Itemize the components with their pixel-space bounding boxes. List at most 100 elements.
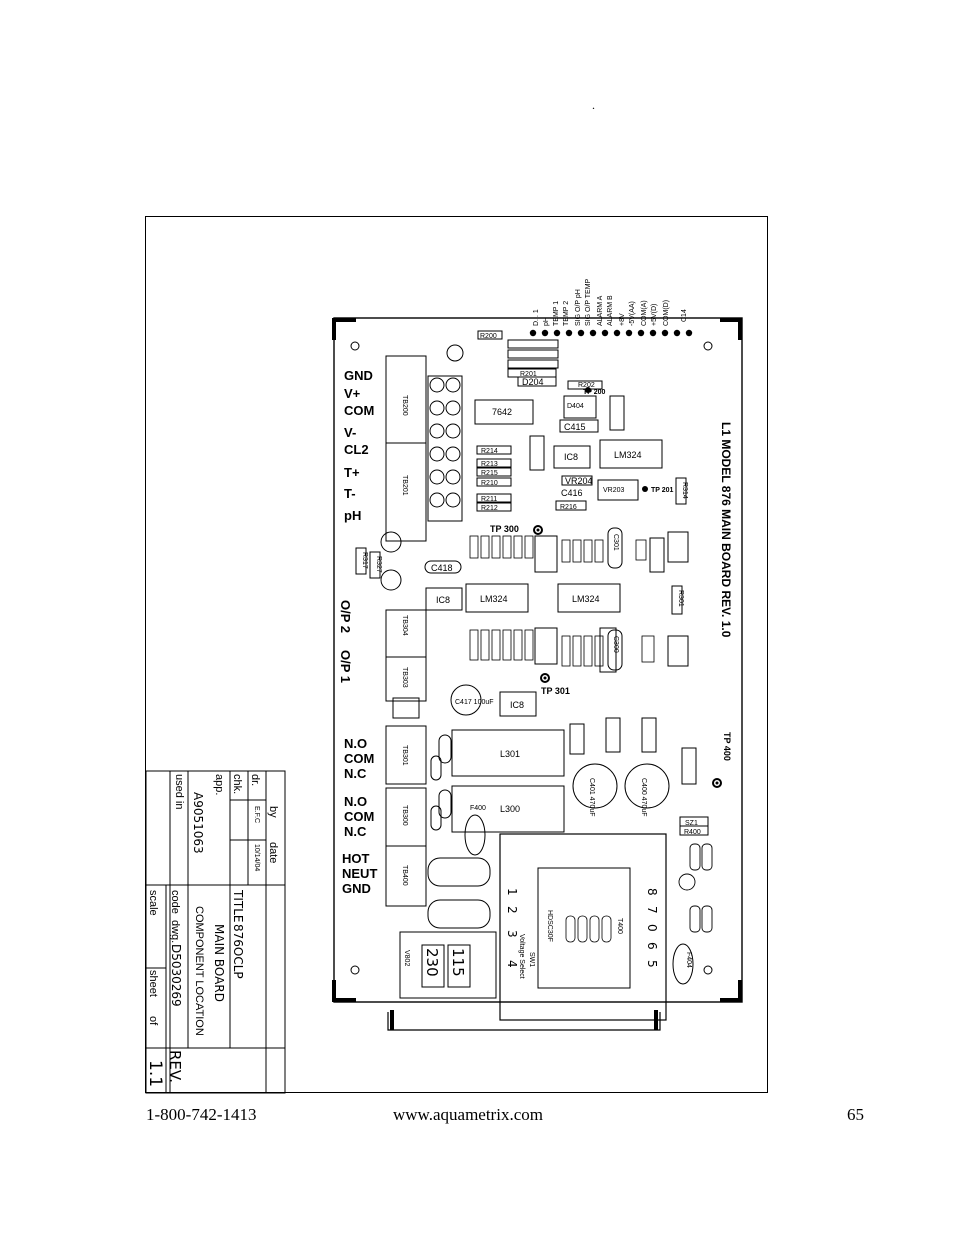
- svg-text:R212: R212: [481, 505, 498, 512]
- page-number: 65: [847, 1105, 864, 1124]
- relay-labels-2: N.O COM N.C: [344, 794, 374, 839]
- svg-text:TB301: TB301: [401, 745, 408, 766]
- svg-text:6: 6: [645, 942, 659, 950]
- svg-text:E.F.C: E.F.C: [253, 806, 260, 823]
- resistor-r327: [369, 551, 381, 579]
- input-labels: GND V+ COM V- CL2 T+ T- pH: [344, 368, 374, 523]
- svg-text:dr.: dr.: [249, 774, 261, 786]
- svg-text:A9051063: A9051063: [191, 792, 205, 854]
- svg-text:V-: V-: [344, 425, 356, 440]
- board-title: L1 MODEL 876 MAIN BOARD REV. 1.0: [719, 422, 733, 638]
- svg-text:C300: C300: [612, 636, 619, 653]
- svg-text:R211: R211: [481, 496, 497, 503]
- svg-text:L301: L301: [500, 749, 520, 759]
- svg-text:code: code: [169, 890, 181, 914]
- output-labels: O/P 2 O/P 1: [338, 600, 353, 683]
- svg-text:dwg.: dwg.: [169, 920, 181, 943]
- top-connector-labels: D.I. 1 pH TEMP 1 TEMP 2 SIG O/P pH SIG O…: [533, 278, 688, 326]
- inductor-l301: [451, 729, 565, 777]
- cap-c300: [607, 629, 623, 671]
- svg-text:O/P 1: O/P 1: [338, 650, 353, 683]
- svg-text:115: 115: [449, 948, 467, 977]
- svg-text:N.C: N.C: [344, 766, 367, 781]
- svg-text:4: 4: [505, 960, 519, 968]
- resistor-r300: [671, 585, 683, 615]
- bottom-bracket: [387, 1012, 661, 1031]
- svg-text:LM324: LM324: [572, 594, 600, 604]
- svg-text:1: 1: [505, 888, 519, 896]
- svg-text:TB400: TB400: [401, 865, 408, 886]
- svg-text:C400 470uF: C400 470uF: [640, 778, 647, 817]
- svg-text:Voltage Select: Voltage Select: [518, 934, 525, 979]
- svg-text:F400: F400: [470, 805, 486, 812]
- svg-text:COM: COM: [344, 403, 374, 418]
- svg-text:HDSC30F: HDSC30F: [546, 910, 553, 942]
- svg-text:MAIN BOARD: MAIN BOARD: [212, 924, 226, 1002]
- svg-text:CL2: CL2: [344, 442, 369, 457]
- svg-text:R314: R314: [681, 482, 688, 499]
- cap-c3000: [380, 569, 402, 591]
- svg-text:876OCLP: 876OCLP: [231, 924, 245, 979]
- footer-phone: 1-800-742-1413: [146, 1105, 257, 1124]
- resistor-r216: [555, 500, 587, 511]
- svg-text:TITLE: TITLE: [231, 889, 245, 922]
- svg-text:VR203: VR203: [603, 487, 625, 494]
- svg-text:TB304: TB304: [401, 615, 408, 636]
- transformer-resistors: [565, 915, 612, 943]
- svg-text:pH: pH: [344, 508, 361, 523]
- svg-text:R214: R214: [481, 448, 498, 455]
- svg-text:scale: scale: [147, 890, 159, 916]
- chip-ic8-1: [553, 445, 591, 469]
- svg-text:GND: GND: [342, 881, 371, 896]
- cap-c400: [624, 763, 670, 809]
- svg-text:2: 2: [505, 906, 519, 914]
- svg-text:R216: R216: [560, 504, 577, 511]
- svg-text:R213: R213: [481, 461, 498, 468]
- footer-website[interactable]: www.aquametrix.com: [393, 1105, 543, 1124]
- svg-text:TB200: TB200: [401, 395, 408, 416]
- svg-text:V+: V+: [344, 386, 361, 401]
- svg-text:C418: C418: [431, 563, 453, 573]
- svg-text:R317: R317: [361, 552, 368, 569]
- svg-text:5: 5: [645, 960, 659, 968]
- chip-lm324-2: [465, 583, 529, 613]
- svg-text:pH: pH: [543, 317, 550, 326]
- cap-c417: [450, 684, 482, 716]
- svg-text:TEMP 2: TEMP 2: [563, 301, 570, 326]
- svg-text:R210: R210: [481, 480, 498, 487]
- transformer-outer: [499, 833, 667, 1021]
- resistor-column: [476, 445, 512, 512]
- svg-text:D.I. 1: D.I. 1: [533, 309, 540, 326]
- resistor-r400: [679, 825, 709, 836]
- svg-text:SIG O/P pH: SIG O/P pH: [575, 289, 582, 326]
- svg-text:date: date: [267, 842, 279, 863]
- u303: [667, 531, 689, 563]
- top-connector-pins: [529, 329, 693, 337]
- cap-c330: [380, 531, 402, 553]
- svg-text:C301: C301: [612, 534, 619, 551]
- svg-text:8: 8: [645, 888, 659, 896]
- svg-text:SZ1: SZ1: [685, 820, 698, 827]
- svg-text:N.O: N.O: [344, 794, 367, 809]
- svg-text:L300: L300: [500, 804, 520, 814]
- svg-text:-5V(AA): -5V(AA): [629, 301, 636, 326]
- svg-text:T-: T-: [344, 486, 356, 501]
- resistor-r317: [355, 547, 367, 575]
- svg-text:TEMP 1: TEMP 1: [553, 301, 560, 326]
- svg-text:R327: R327: [375, 556, 382, 573]
- svg-text:IC8: IC8: [564, 452, 578, 462]
- svg-text:R200: R200: [480, 333, 497, 340]
- resistor-array-lower: [469, 629, 655, 667]
- relay-coils: [430, 734, 452, 831]
- svg-text:TP 301: TP 301: [541, 686, 570, 696]
- svg-text:TP 400: TP 400: [722, 732, 732, 761]
- regulators: [569, 717, 697, 785]
- chip-lm324-3: [557, 583, 621, 613]
- chip-ic8-2: [425, 587, 463, 611]
- svg-text:LM324: LM324: [480, 594, 508, 604]
- fuse-f400: [464, 814, 486, 856]
- terminal-labels: TB200 TB201 TB303 TB304 TB301 TB300 TB40…: [401, 395, 408, 886]
- resistor-array-upper: [469, 535, 647, 563]
- chip-lm324-1: [599, 439, 663, 469]
